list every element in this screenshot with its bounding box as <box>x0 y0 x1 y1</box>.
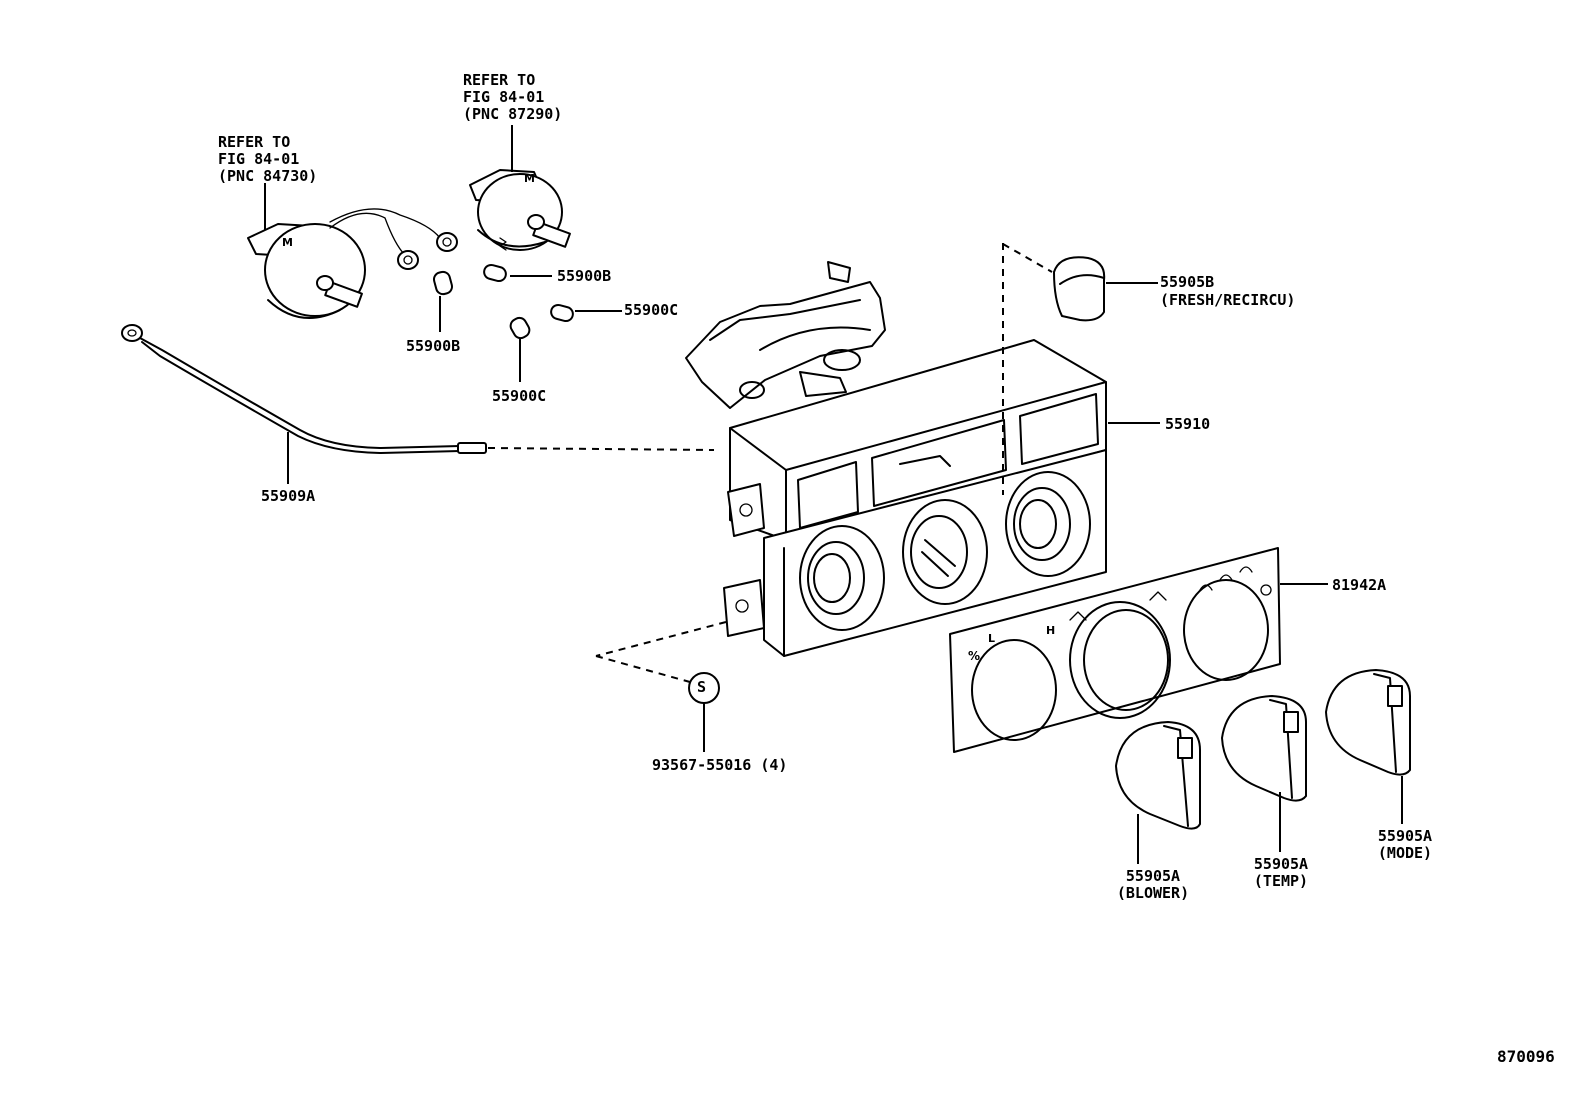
label-temp: 55905A(TEMP) <box>1236 856 1326 890</box>
svg-text:L: L <box>988 632 995 645</box>
refer-top-line2: FIG 84-01 <box>463 88 545 106</box>
label-55900b-left: 55900B <box>406 337 461 355</box>
label-mode: 55905A(MODE) <box>1360 828 1450 862</box>
label-blower: 55905A(BLOWER) <box>1098 868 1208 902</box>
servo-motor-left: M <box>247 183 458 319</box>
label-mode-sub: (MODE) <box>1377 844 1433 862</box>
knob-temp <box>1221 695 1307 852</box>
knob-55905b <box>1053 256 1158 322</box>
screw-symbol <box>688 672 720 752</box>
screw-letter: S <box>697 678 707 696</box>
servo-motor-top: M <box>469 125 571 251</box>
svg-text:M: M <box>282 236 293 249</box>
knob-blower <box>1115 721 1201 864</box>
panel-81942a: % L H <box>949 547 1328 753</box>
label-55900c-right: 55900C <box>624 301 679 319</box>
label-55905b-sub: (FRESH/RECIRCU) <box>1160 291 1296 309</box>
refer-top-line1: REFER TO <box>463 71 536 89</box>
refer-top-line3: (PNC 87290) <box>463 105 563 123</box>
svg-text:%: % <box>968 649 980 663</box>
cable-55909a <box>121 324 715 484</box>
label-55909a: 55909A <box>261 487 316 505</box>
pins <box>432 263 622 382</box>
figure-id: 870096 <box>1497 1047 1555 1066</box>
refer-left-line2: FIG 84-01 <box>218 150 300 168</box>
label-55900b-top: 55900B <box>557 267 612 285</box>
label-93567: 93567-55016 (4) <box>652 756 788 774</box>
label-temp-part: 55905A <box>1253 855 1309 873</box>
label-blower-part: 55905A <box>1125 867 1181 885</box>
refer-left-line1: REFER TO <box>218 133 291 151</box>
label-55900c-bottom: 55900C <box>492 387 547 405</box>
refer-left-line3: (PNC 84730) <box>218 167 318 185</box>
label-mode-part: 55905A <box>1377 827 1433 845</box>
control-base-55910 <box>595 243 1160 683</box>
label-55905b: 55905B <box>1160 273 1215 291</box>
svg-text:M: M <box>524 172 535 185</box>
label-55910: 55910 <box>1165 415 1211 433</box>
label-blower-sub: (BLOWER) <box>1116 884 1190 902</box>
label-81942a: 81942A <box>1332 576 1387 594</box>
label-temp-sub: (TEMP) <box>1253 872 1309 890</box>
knob-mode <box>1325 669 1411 824</box>
svg-text:H: H <box>1046 624 1055 637</box>
